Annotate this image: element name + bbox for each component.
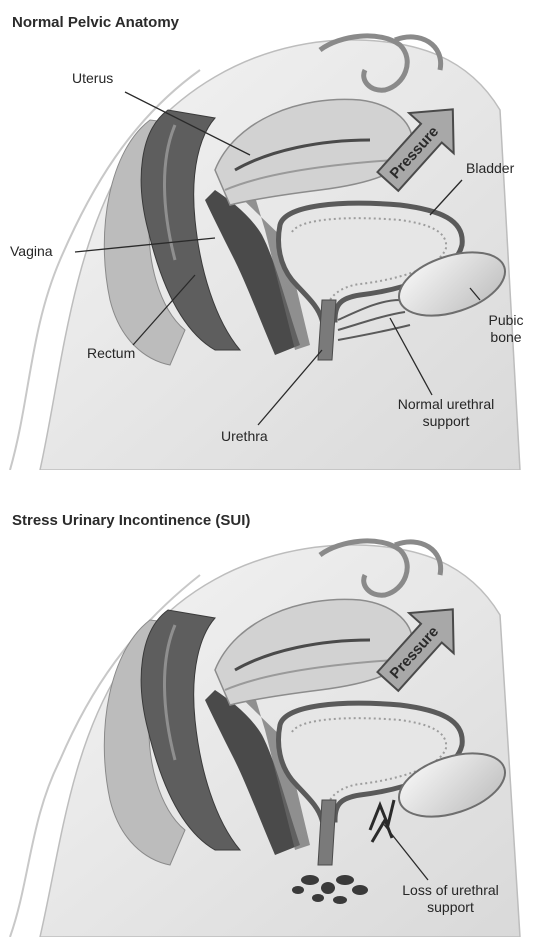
sui-anatomy-panel: Stress Urinary Incontinence (SUI) — [0, 470, 541, 937]
normal-anatomy-panel: Normal Pelvic Anatomy — [0, 0, 541, 470]
label-loss-of-urethral-support: Loss of urethral support — [383, 882, 518, 916]
label-uterus: Uterus — [72, 70, 113, 87]
label-normal-urethral-support: Normal urethral support — [382, 396, 510, 430]
label-vagina: Vagina — [10, 243, 53, 260]
label-pubic-bone: Pubic bone — [481, 312, 531, 346]
sui-anatomy-illustration: Pressure — [0, 470, 541, 937]
label-bladder: Bladder — [466, 160, 514, 177]
label-urethra: Urethra — [221, 428, 268, 445]
label-rectum: Rectum — [87, 345, 135, 362]
